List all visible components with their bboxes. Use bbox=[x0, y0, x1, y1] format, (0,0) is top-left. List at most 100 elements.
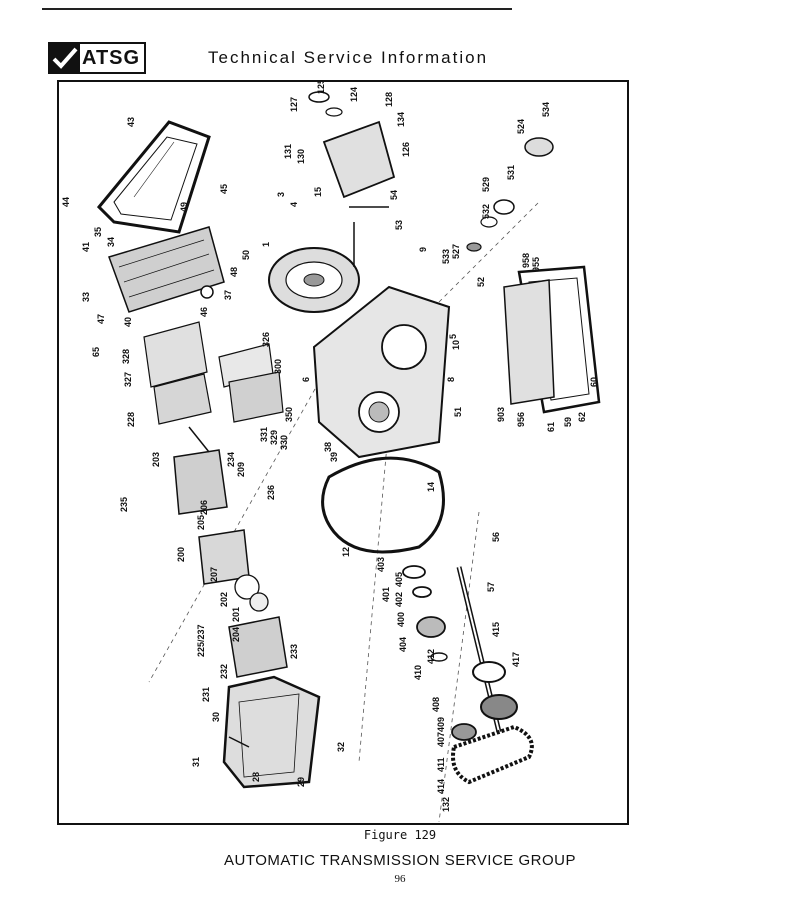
part-number-label: 34 bbox=[106, 237, 116, 247]
footer-title: AUTOMATIC TRANSMISSION SERVICE GROUP bbox=[224, 852, 576, 869]
part-number-label: 46 bbox=[199, 307, 209, 317]
part-number-label: 35 bbox=[93, 227, 103, 237]
part-number-label: 403 bbox=[376, 557, 386, 572]
part-number-label: 234 bbox=[226, 452, 236, 467]
part-number-label: 37 bbox=[223, 290, 233, 300]
part-number-label: 903 bbox=[496, 407, 506, 422]
checkmark-logo-icon bbox=[50, 44, 80, 72]
part-number-label: 128 bbox=[384, 92, 394, 107]
part-number-label: 53 bbox=[394, 220, 404, 230]
part-number-label: 410 bbox=[413, 665, 423, 680]
part-number-label: 350 bbox=[284, 407, 294, 422]
part-number-label: 14 bbox=[426, 482, 436, 492]
part-number-label: 30 bbox=[211, 712, 221, 722]
part-number-label: 39 bbox=[329, 452, 339, 462]
part-number-label: 405 bbox=[394, 572, 404, 587]
part-number-label: 33 bbox=[81, 292, 91, 302]
part-number-label: 329 bbox=[269, 430, 279, 445]
part-number-label: 300 bbox=[273, 359, 283, 374]
side-cover-right bbox=[503, 265, 601, 414]
part-number-label: 48 bbox=[229, 267, 239, 277]
part-number-label: 330 bbox=[279, 435, 289, 450]
part-number-label: 50 bbox=[241, 250, 251, 260]
part-number-label: 15 bbox=[313, 187, 323, 197]
part-number-label: 130 bbox=[296, 149, 306, 164]
part-number-label: 6 bbox=[301, 377, 311, 382]
part-number-label: 402 bbox=[394, 592, 404, 607]
part-number-label: 956 bbox=[516, 412, 526, 427]
part-number-label: 43 bbox=[126, 117, 136, 127]
part-number-label: 201 bbox=[231, 607, 241, 622]
part-number-label: 3 bbox=[276, 192, 286, 197]
part-number-label: 209 bbox=[236, 462, 246, 477]
gear-stack bbox=[402, 565, 518, 741]
part-number-label: 327 bbox=[123, 372, 133, 387]
part-number-label: 65 bbox=[91, 347, 101, 357]
part-number-label: 57 bbox=[486, 582, 496, 592]
part-number-label: 5 bbox=[448, 334, 458, 339]
part-number-label: 533 bbox=[441, 249, 451, 264]
valve-body bbox=[108, 226, 225, 313]
part-number-label: 204 bbox=[231, 627, 241, 642]
part-number-label: 408 bbox=[431, 697, 441, 712]
part-number-label: 52 bbox=[476, 277, 486, 287]
part-number-label: 404 bbox=[398, 637, 408, 652]
part-number-label: 331 bbox=[259, 427, 269, 442]
part-number-label: 132 bbox=[441, 797, 451, 812]
valve-spacer-plates bbox=[143, 321, 284, 425]
part-number-label: 12 bbox=[341, 547, 351, 557]
part-number-label: 529 bbox=[481, 177, 491, 192]
part-number-label: 531 bbox=[506, 165, 516, 180]
accumulator-housing bbox=[466, 137, 554, 252]
part-number-label: 412 bbox=[426, 649, 436, 664]
part-number-label: 54 bbox=[389, 190, 399, 200]
part-number-label: 47 bbox=[96, 314, 106, 324]
part-number-label: 231 bbox=[201, 687, 211, 702]
part-number-label: 134 bbox=[396, 112, 406, 127]
part-number-label: 409 bbox=[436, 717, 446, 732]
part-number-label: 9 bbox=[418, 247, 428, 252]
case-side-cover bbox=[96, 120, 211, 234]
top-cover bbox=[308, 91, 396, 199]
part-number-label: 44 bbox=[61, 197, 71, 207]
part-number-label: 8 bbox=[446, 377, 456, 382]
torque-converter bbox=[268, 247, 360, 313]
part-number-label: 4 bbox=[289, 202, 299, 207]
part-number-label: 411 bbox=[436, 757, 446, 772]
part-number-label: 415 bbox=[491, 622, 501, 637]
part-number-label: 125 bbox=[316, 82, 326, 94]
atsg-logo: ATSG bbox=[48, 42, 146, 74]
part-number-label: 49 bbox=[179, 202, 189, 212]
case-gasket bbox=[321, 456, 445, 554]
part-number-label: 62 bbox=[577, 412, 587, 422]
figure-caption: Figure 129 bbox=[363, 828, 437, 842]
part-number-label: 61 bbox=[546, 422, 556, 432]
part-number-label: 228 bbox=[126, 412, 136, 427]
part-number-label: 51 bbox=[453, 407, 463, 417]
part-number-label: 38 bbox=[323, 442, 333, 452]
part-number-label: 127 bbox=[289, 97, 299, 112]
part-number-label: 203 bbox=[151, 452, 161, 467]
part-number-label: 60 bbox=[589, 377, 599, 387]
part-number-label: 235 bbox=[119, 497, 129, 512]
part-number-label: 414 bbox=[436, 779, 446, 794]
part-number-label: 534 bbox=[541, 102, 551, 117]
part-number-label: 45 bbox=[219, 184, 229, 194]
part-number-label: 41 bbox=[81, 242, 91, 252]
part-number-label: 225/237 bbox=[196, 624, 206, 657]
logo-text: ATSG bbox=[82, 46, 141, 69]
part-number-label: 28 bbox=[251, 772, 261, 782]
part-number-label: 527 bbox=[451, 244, 461, 259]
part-number-label: 532 bbox=[481, 204, 491, 219]
part-number-label: 207 bbox=[209, 567, 219, 582]
part-number-label: 205 bbox=[196, 515, 206, 530]
part-number-label: 958 bbox=[521, 253, 531, 268]
part-number-label: 401 bbox=[381, 587, 391, 602]
transmission-exploded-diagram: 4344353449454133474046374850653283273263… bbox=[61, 82, 601, 823]
part-number-label: 232 bbox=[219, 664, 229, 679]
part-number-label: 326 bbox=[261, 332, 271, 347]
lower-valve-assembly bbox=[173, 449, 288, 678]
part-number-label: 202 bbox=[219, 592, 229, 607]
part-number-label: 1 bbox=[261, 242, 271, 247]
